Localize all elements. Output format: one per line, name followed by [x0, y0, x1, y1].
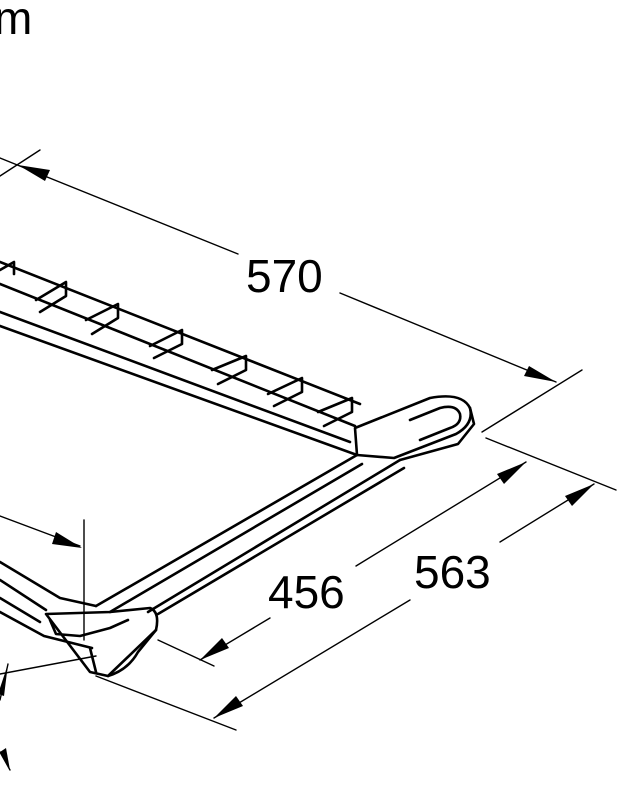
dimension-label-570: 570 — [246, 250, 323, 302]
dimension-line-570-b — [339, 292, 557, 383]
arrowhead-563-bottom — [214, 696, 243, 718]
outer-side-rail-b — [156, 466, 406, 616]
front-right-foot-inner — [48, 618, 130, 638]
dimension-line-456-a — [355, 461, 527, 567]
arrowhead-456-bottom — [200, 638, 229, 660]
unit-label: m — [0, 0, 32, 44]
back-rail-mid — [0, 282, 357, 428]
arrowhead-456-right — [497, 462, 526, 484]
arrowhead-456-left — [52, 532, 82, 548]
left-dimension-fragments — [0, 655, 97, 771]
front-rail-d — [0, 610, 94, 650]
back-rail-bottom — [0, 324, 359, 457]
front-rail-b — [0, 578, 48, 612]
back-right-bracket-edge — [398, 406, 476, 462]
dimension-570: 570 — [0, 149, 583, 433]
arrowhead-left-b — [0, 748, 10, 770]
arrowhead-570-right — [524, 366, 556, 382]
front-rail-c — [0, 596, 42, 624]
inner-side-rail-a — [94, 453, 359, 608]
front-right-foot-side — [106, 628, 158, 678]
front-right-foot-edge — [88, 646, 98, 674]
dimension-563: 563 — [95, 437, 617, 731]
inner-side-rail-b — [108, 462, 364, 614]
arrowhead-570-left — [18, 165, 50, 181]
arrowhead-left-a — [0, 664, 8, 696]
back-rail-lower — [0, 310, 352, 444]
dimension-label-563: 563 — [414, 546, 491, 598]
back-right-bracket-slot — [408, 405, 462, 442]
front-rail-a — [0, 560, 98, 608]
arrowhead-563-right — [565, 484, 594, 506]
oven-rack — [0, 260, 476, 678]
extension-line-563-bottom — [95, 675, 237, 731]
back-rail-slats — [0, 260, 354, 428]
dimension-label-456: 456 — [268, 566, 345, 618]
outer-side-rail-a — [146, 458, 402, 614]
extension-line-570-right — [481, 369, 583, 433]
extension-line-456-bottom — [157, 639, 215, 667]
extension-line-563-right — [485, 437, 617, 491]
extension-line-left-lower — [0, 655, 97, 675]
dimension-456: 456 — [0, 461, 527, 667]
extension-line-570-left — [0, 149, 41, 177]
dimension-line-563-b — [213, 599, 411, 719]
front-right-foot — [44, 606, 159, 678]
